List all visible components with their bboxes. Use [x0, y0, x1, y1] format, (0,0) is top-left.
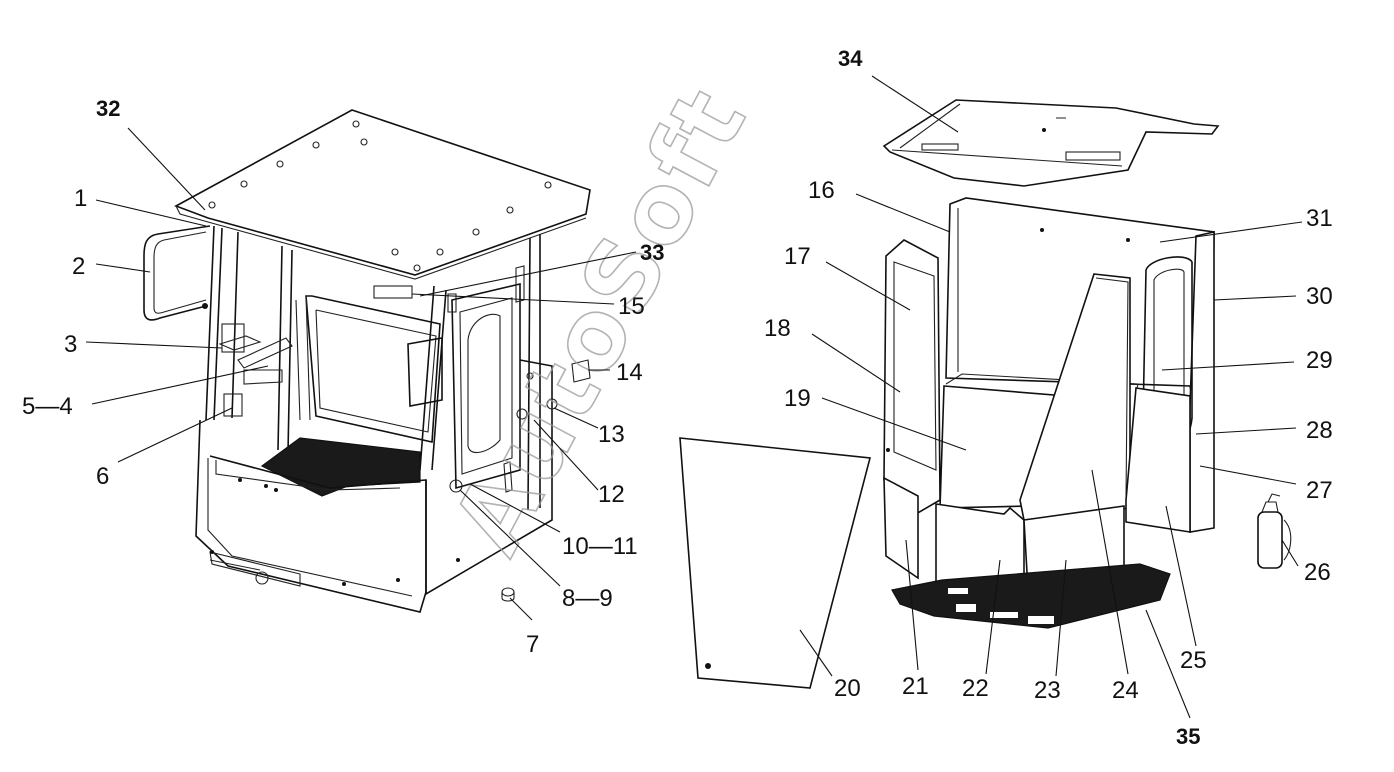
callout-2: 2 [72, 253, 85, 280]
callout-3: 3 [64, 331, 77, 358]
callout-5-4: 5—4 [22, 393, 73, 420]
roof-panel [174, 109, 591, 276]
floor-mat [260, 437, 421, 497]
left-side-trim [883, 239, 941, 516]
callout-32: 32 [96, 96, 120, 121]
callout-25: 25 [1180, 647, 1207, 674]
callout-35: 35 [1176, 724, 1200, 749]
callout-29: 29 [1306, 347, 1333, 374]
callout-27: 27 [1306, 477, 1333, 504]
callout-19: 19 [784, 385, 811, 412]
callout-26: 26 [1304, 559, 1331, 586]
callout-33: 33 [640, 240, 664, 265]
callout-12: 12 [598, 481, 625, 508]
right-side-panel [1189, 231, 1215, 533]
callout-8-9: 8—9 [562, 585, 613, 612]
callout-14: 14 [616, 359, 643, 386]
door-glass-panel [679, 437, 872, 689]
interior-trim-assembly [679, 99, 1292, 689]
callout-17: 17 [784, 243, 811, 270]
callout-15: 15 [618, 293, 645, 320]
callout-10-11: 10—11 [562, 533, 638, 560]
headliner-panel [882, 99, 1220, 187]
callout-16: 16 [808, 177, 835, 204]
callout-20: 20 [834, 675, 861, 702]
callout-23: 23 [1034, 677, 1061, 704]
roof-bolt-holes [208, 120, 552, 272]
callout-7: 7 [526, 631, 539, 658]
callout-34: 34 [838, 46, 863, 71]
callout-6: 6 [96, 463, 109, 490]
cab-frame-assembly [143, 109, 591, 613]
callout-18: 18 [764, 315, 791, 342]
lower-right-panel [1125, 387, 1191, 533]
lower-left-panel [883, 476, 919, 580]
callout-24: 24 [1112, 677, 1139, 704]
callout-22: 22 [962, 675, 989, 702]
callout-1: 1 [74, 185, 87, 212]
callout-31: 31 [1306, 205, 1333, 232]
callout-28: 28 [1306, 417, 1333, 444]
callout-labels: 32 1 2 3 5—4 6 7 8—9 10—11 12 13 14 15 3… [22, 46, 1333, 749]
fire-extinguisher-icon [1257, 493, 1292, 569]
leader-lines [85, 75, 1303, 719]
callout-21: 21 [902, 673, 929, 700]
handrail-left [143, 225, 211, 321]
callout-13: 13 [598, 421, 625, 448]
callout-30: 30 [1306, 283, 1333, 310]
